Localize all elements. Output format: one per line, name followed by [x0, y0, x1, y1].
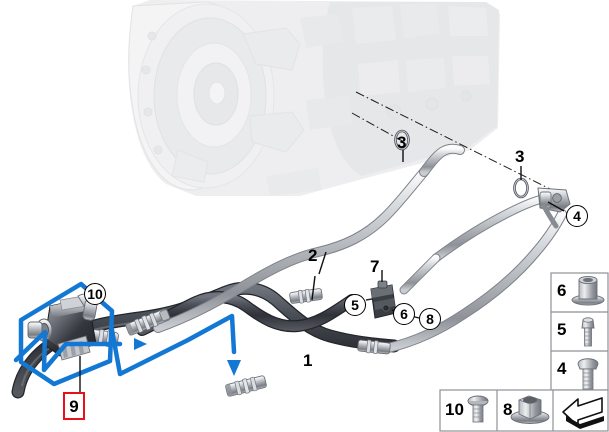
hose-connector-upper	[125, 308, 171, 336]
clamp-block-part-7	[365, 280, 397, 319]
pipe-fitting-part-4	[537, 187, 571, 229]
pipe-upper-gray	[153, 143, 465, 333]
hose-upper-part-2	[136, 291, 358, 336]
callout-5: 5	[344, 294, 366, 316]
legend-icon-round-head-bolt	[577, 358, 599, 390]
callout-3-right: 3	[515, 147, 525, 166]
pipe-right-branch	[399, 193, 551, 295]
hose-connector-mid	[289, 288, 323, 304]
legend-icon-flanged-bushing	[571, 275, 605, 306]
legend-number-8: 8	[503, 400, 513, 419]
callout-7: 7	[370, 257, 380, 276]
callout-9: 9	[63, 392, 85, 420]
highlight-arrowhead-upper	[134, 338, 147, 350]
highlight-arrow-lower	[109, 313, 237, 377]
highlight-arrow-upper	[13, 329, 123, 373]
highlight-arrowhead-lower	[227, 360, 241, 376]
callout-4: 4	[566, 205, 588, 227]
o-ring-part-3-left	[394, 129, 410, 151]
transmission-housing-ghost	[128, 0, 501, 196]
callout-3-left: 3	[397, 133, 407, 152]
callout-2: 2	[308, 246, 318, 265]
legend-number-4: 4	[557, 359, 567, 378]
legend-number-10: 10	[445, 400, 464, 419]
legend-icon-direction-of-travel-arrow	[562, 397, 604, 429]
highlight-box-part-9	[18, 281, 115, 387]
legend-number-6: 6	[557, 281, 567, 300]
legend-icon-flanged-hex-nut	[510, 395, 550, 424]
legend-icon-pan-head-screw	[467, 395, 489, 423]
callout-6: 6	[393, 303, 415, 325]
callout-8: 8	[419, 308, 441, 330]
legend-icon-hex-bolt	[581, 317, 595, 347]
legend-number-5: 5	[557, 320, 567, 339]
pipe-lower-long	[383, 209, 567, 353]
legend-row-frame	[439, 389, 609, 432]
hose-connector-right	[357, 339, 391, 355]
electric-pump-part-9	[27, 293, 98, 361]
o-ring-part-3-right	[513, 177, 529, 199]
hose-connector-lower	[225, 375, 267, 397]
callout-1: 1	[303, 351, 313, 370]
callout-10: 10	[84, 283, 106, 305]
